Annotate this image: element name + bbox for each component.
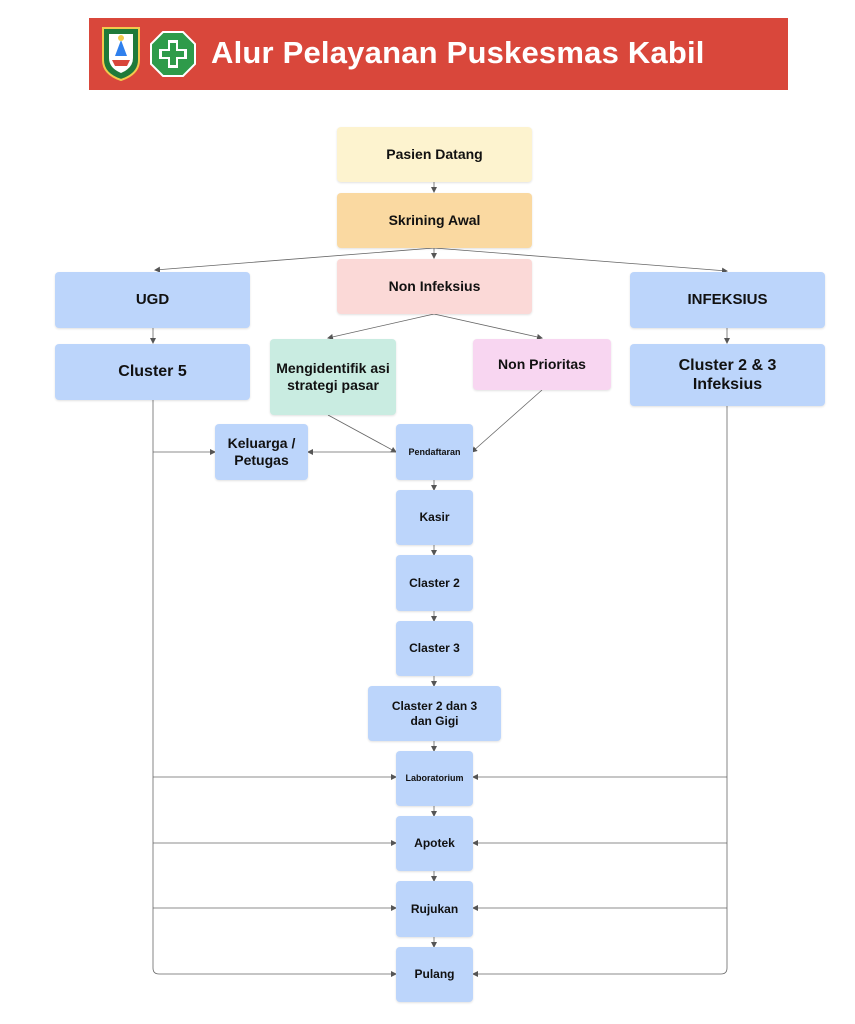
- node-label: INFEKSIUS: [687, 291, 768, 308]
- node-label: Cluster 5: [118, 363, 187, 381]
- node-cluster-2-3-infeksius: Cluster 2 & 3 Infeksius: [630, 344, 825, 406]
- node-claster-3: Claster 3: [396, 621, 473, 676]
- node-label: Pendaftaran: [408, 446, 461, 457]
- page-title: Alur Pelayanan Puskesmas Kabil: [211, 35, 705, 70]
- node-claster-2: Claster 2: [396, 555, 473, 611]
- node-non-infeksius: Non Infeksius: [337, 259, 532, 314]
- node-label: Pulang: [414, 967, 455, 982]
- node-rujukan: Rujukan: [396, 881, 473, 937]
- node-apotek: Apotek: [396, 816, 473, 871]
- node-label: Keluarga / Petugas: [227, 435, 296, 468]
- node-cluster-5: Cluster 5: [55, 344, 250, 400]
- node-label: Mengidentifik asi strategi pasar: [276, 360, 390, 393]
- node-label: Claster 3: [409, 641, 460, 656]
- node-label: Cluster 2 & 3 Infeksius: [678, 356, 777, 393]
- node-pendaftaran: Pendaftaran: [396, 424, 473, 480]
- node-skrining-awal: Skrining Awal: [337, 193, 532, 248]
- node-claster-2-3-gigi: Claster 2 dan 3 dan Gigi: [368, 686, 501, 741]
- node-label: Claster 2 dan 3 dan Gigi: [391, 699, 478, 728]
- node-label: UGD: [135, 291, 170, 308]
- node-label: Non Prioritas: [498, 356, 586, 373]
- node-label: Non Infeksius: [388, 278, 481, 295]
- node-label: Rujukan: [410, 901, 459, 916]
- node-non-prioritas: Non Prioritas: [473, 339, 611, 390]
- node-kasir: Kasir: [396, 490, 473, 545]
- node-laboratorium: Laboratorium: [396, 751, 473, 806]
- node-keluarga-petugas: Keluarga / Petugas: [215, 424, 308, 480]
- node-label: Claster 2: [409, 575, 460, 590]
- page-header: Alur Pelayanan Puskesmas Kabil: [89, 18, 788, 90]
- node-label: Kasir: [419, 510, 450, 525]
- regional-emblem-icon: [102, 27, 140, 82]
- node-label: Pasien Datang: [386, 146, 483, 163]
- node-label: Apotek: [414, 836, 455, 851]
- node-infeksius: INFEKSIUS: [630, 272, 825, 328]
- node-pasien-datang: Pasien Datang: [337, 127, 532, 182]
- node-mengidentifikasi: Mengidentifik asi strategi pasar: [270, 339, 396, 415]
- node-label: Laboratorium: [405, 773, 464, 784]
- puskesmas-cross-icon: [150, 31, 196, 77]
- node-ugd: UGD: [55, 272, 250, 328]
- node-label: Skrining Awal: [388, 212, 481, 229]
- node-pulang: Pulang: [396, 947, 473, 1002]
